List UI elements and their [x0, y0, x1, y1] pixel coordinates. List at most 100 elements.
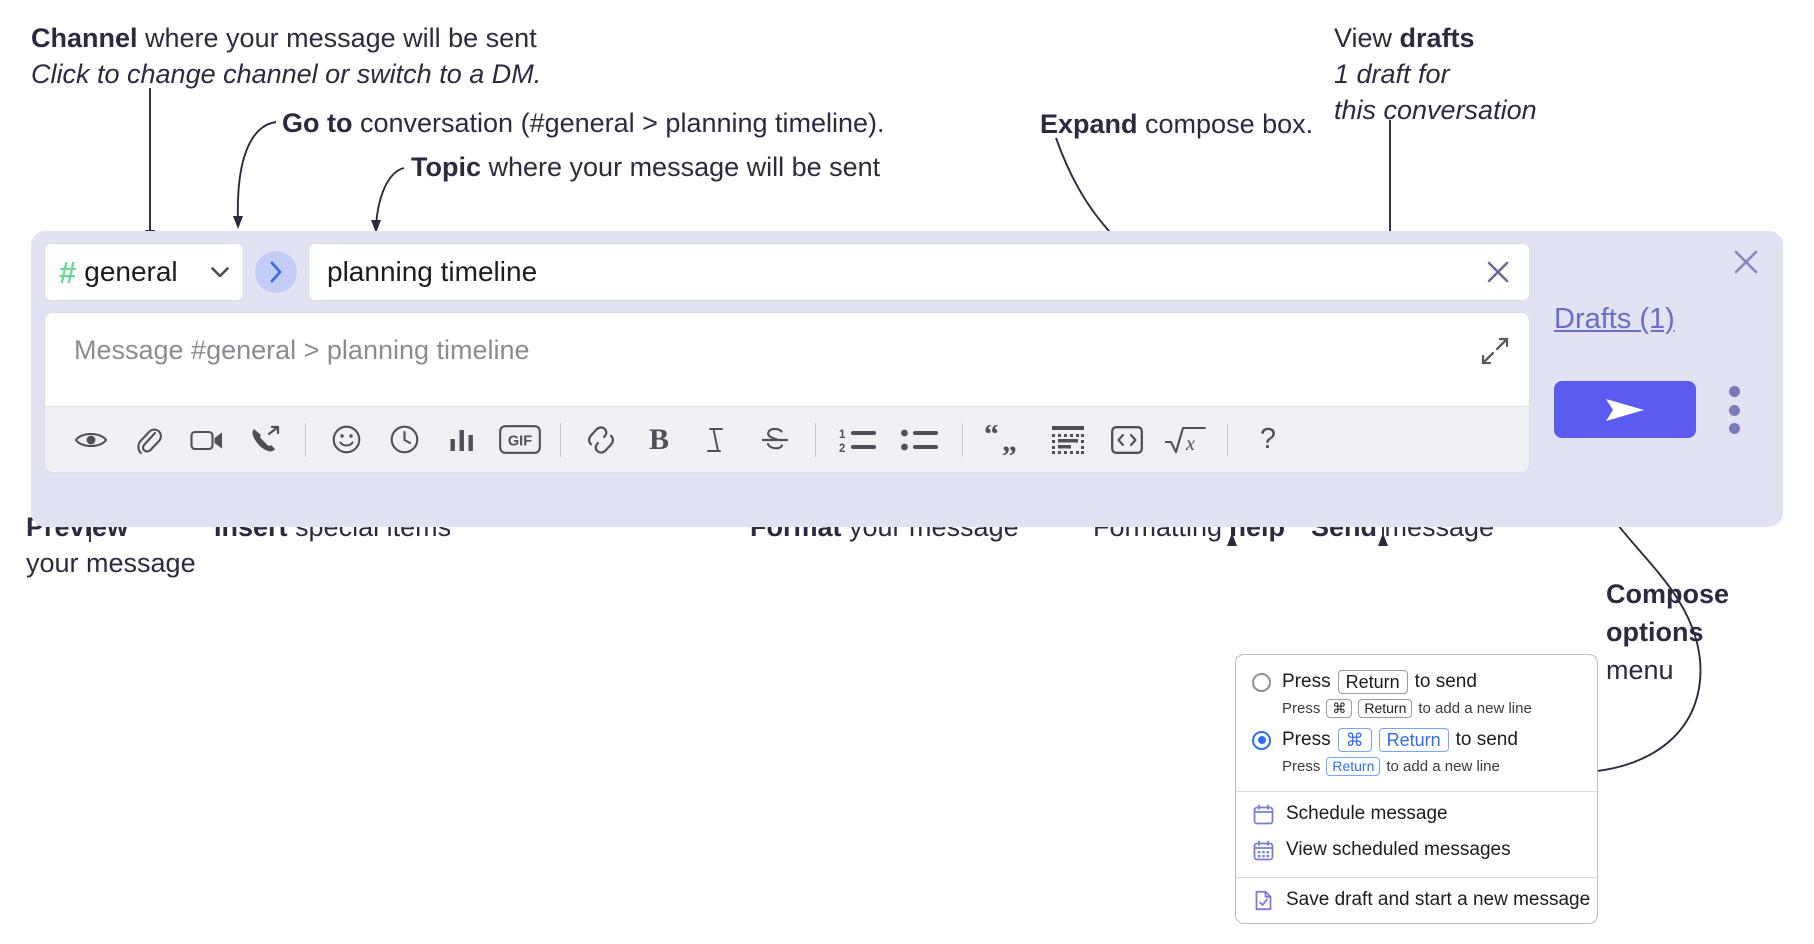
goto-conversation-button[interactable] [255, 251, 297, 293]
option2-sub-press: Press [1282, 758, 1321, 775]
menu-item-label: Schedule message [1286, 803, 1448, 824]
annotation-preview-line2: your message [26, 548, 196, 578]
annotation-goto: Go to conversation (#general > planning … [282, 105, 885, 141]
annotation-drafts: View drafts 1 draft for this conversatio… [1334, 20, 1537, 128]
toolbar-separator [560, 422, 561, 457]
send-option-return[interactable]: Press Return to send [1236, 666, 1597, 698]
annotation-channel-rest: where your message will be sent [137, 23, 537, 53]
code-block-icon[interactable] [1038, 417, 1098, 463]
formatting-toolbar: GIF B [45, 406, 1529, 472]
annotation-channel: Channel where your message will be sent … [31, 20, 541, 92]
more-options-dot [1728, 404, 1740, 416]
annotation-drafts-italic2: this conversation [1334, 95, 1537, 125]
save-draft-icon [1255, 890, 1272, 910]
compose-options-button[interactable] [1721, 386, 1747, 434]
more-options-dot [1728, 386, 1740, 397]
compose-options-menu: Press Return to send Press ⌘ Return to a… [1235, 654, 1598, 924]
svg-text:GIF: GIF [508, 434, 532, 450]
compose-panel: # general planning timeline [31, 231, 1783, 527]
expand-icon[interactable] [1481, 337, 1509, 365]
annotation-topic: Topic where your message will be sent [411, 149, 880, 185]
annotation-compose-options: Compose options menu [1606, 575, 1729, 689]
key-return: Return [1326, 757, 1381, 776]
phone-forward-icon[interactable] [236, 417, 294, 463]
key-return: Return [1337, 670, 1408, 694]
option2-press: Press [1282, 729, 1331, 750]
emoji-icon[interactable] [317, 417, 375, 463]
clock-icon[interactable] [375, 417, 433, 463]
send-button[interactable] [1554, 381, 1696, 438]
send-icon [1606, 398, 1644, 421]
chevron-right-icon [270, 261, 282, 283]
toolbar-separator [305, 422, 306, 457]
key-return: Return [1358, 699, 1413, 718]
key-command: ⌘ [1326, 699, 1353, 718]
option1-press: Press [1282, 671, 1331, 692]
close-icon[interactable] [1483, 257, 1513, 287]
annotation-channel-bold: Channel [31, 23, 138, 53]
menu-item-view-scheduled-messages[interactable]: View scheduled messages [1236, 832, 1597, 868]
annotation-expand-bold: Expand [1040, 109, 1138, 139]
menu-item-label: Save draft and start a new message [1286, 889, 1591, 910]
option1-sub-tail: to add a new line [1418, 700, 1532, 717]
annotation-compose-options-bold2: options [1606, 617, 1704, 647]
option1-sub-press: Press [1282, 700, 1321, 717]
topic-field[interactable]: planning timeline [308, 243, 1530, 301]
attachment-icon[interactable] [120, 417, 178, 463]
close-icon[interactable] [1731, 247, 1761, 277]
annotation-compose-options-rest: menu [1606, 655, 1674, 685]
annotation-topic-bold: Topic [411, 152, 481, 182]
key-return: Return [1378, 728, 1449, 752]
option1-tail: to send [1414, 671, 1477, 692]
calendar-list-icon [1253, 840, 1274, 860]
option2-sub-tail: to add a new line [1386, 758, 1500, 775]
gif-icon[interactable]: GIF [491, 417, 549, 463]
annotation-drafts-italic1: 1 draft for [1334, 59, 1450, 89]
video-icon[interactable] [178, 417, 236, 463]
annotation-drafts-lead: View [1334, 23, 1400, 53]
math-icon[interactable]: x [1156, 417, 1216, 463]
toolbar-separator [962, 422, 963, 457]
poll-icon[interactable] [433, 417, 491, 463]
key-command: ⌘ [1337, 728, 1372, 752]
preview-icon[interactable] [62, 417, 120, 463]
menu-item-schedule-message[interactable]: Schedule message [1236, 792, 1597, 832]
italic-icon[interactable] [688, 417, 746, 463]
annotation-goto-bold: Go to [282, 108, 353, 138]
channel-name: general [84, 256, 178, 287]
bold-icon[interactable]: B [648, 422, 669, 456]
compose-side: Drafts (1) [1518, 231, 1783, 527]
strikethrough-icon[interactable] [746, 417, 804, 463]
radio-cmd-return[interactable] [1252, 730, 1271, 750]
compose-main: # general planning timeline [44, 243, 1530, 473]
toolbar-separator [815, 422, 816, 457]
send-option-cmd-return[interactable]: Press ⌘ Return to send [1236, 724, 1597, 756]
message-box: Message #general > planning timeline [44, 312, 1530, 473]
message-input[interactable]: Message #general > planning timeline [45, 313, 1529, 406]
help-icon[interactable]: ? [1259, 423, 1277, 455]
bulleted-list-icon[interactable] [889, 417, 951, 463]
message-placeholder: Message #general > planning timeline [74, 335, 530, 365]
channel-selector[interactable]: # general [44, 243, 244, 301]
inline-code-icon[interactable] [1098, 417, 1156, 463]
toolbar-separator [1227, 422, 1228, 457]
calendar-schedule-icon [1253, 804, 1274, 824]
ordered-list-icon[interactable]: 1 2 [827, 417, 889, 463]
option2-tail: to send [1455, 729, 1518, 750]
annotation-topic-rest: where your message will be sent [481, 152, 881, 182]
svg-text:„: „ [1002, 425, 1017, 455]
menu-item-save-draft[interactable]: Save draft and start a new message [1236, 878, 1597, 923]
link-icon[interactable] [572, 417, 630, 463]
topic-value[interactable]: planning timeline [327, 256, 538, 287]
annotation-drafts-bold: drafts [1399, 23, 1475, 53]
drafts-link[interactable]: Drafts (1) [1554, 303, 1675, 335]
svg-text:x: x [1185, 433, 1195, 455]
radio-return[interactable] [1252, 672, 1271, 692]
send-option-cmd-return-hint: Press Return to add a new line [1236, 756, 1597, 782]
more-options-dot [1728, 423, 1740, 434]
annotation-goto-rest: conversation (#general > planning timeli… [352, 108, 885, 138]
svg-text:1: 1 [839, 429, 846, 441]
menu-divider [1236, 877, 1597, 878]
svg-text:“: “ [984, 425, 999, 451]
blockquote-icon[interactable]: “ „ [974, 417, 1038, 463]
